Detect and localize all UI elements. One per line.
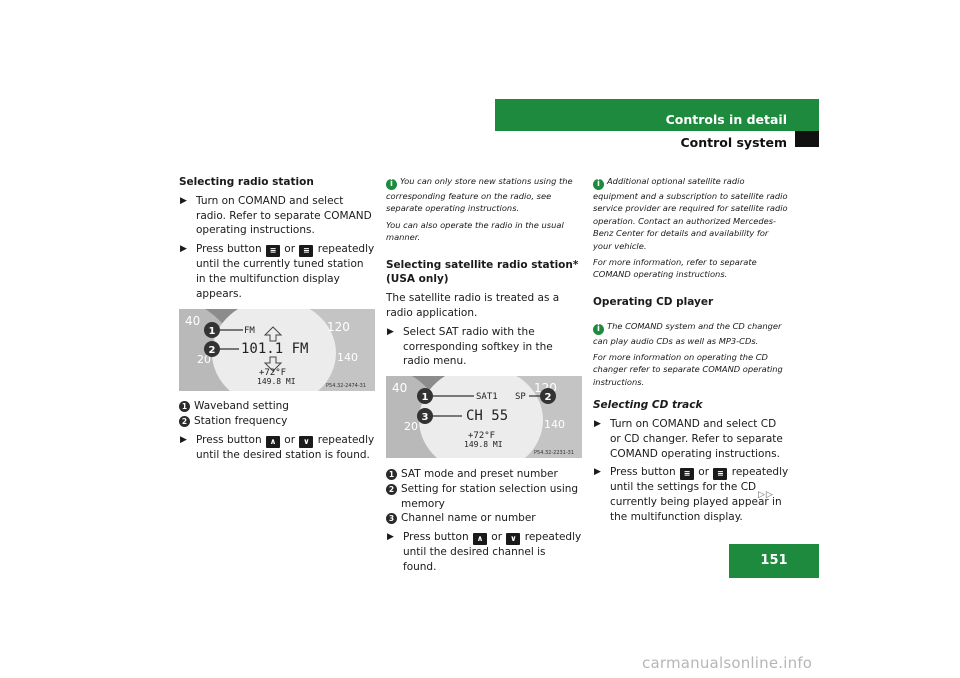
step-arrow-icon: ▶ bbox=[594, 419, 601, 430]
step-arrow-icon: ▶ bbox=[594, 467, 601, 478]
figure-code: P54.32-2231-31 bbox=[534, 450, 574, 456]
chapter-title: Controls in detail bbox=[665, 112, 787, 127]
step-turn-on-cd: ▶ Turn on COMAND and select CD or CD cha… bbox=[594, 418, 783, 460]
heading-operating-cd-player: Operating CD player bbox=[593, 295, 714, 308]
section-title: Control system bbox=[680, 135, 787, 150]
page-number: 151 bbox=[729, 544, 819, 578]
step-turn-on-comand: ▶ Turn on COMAND and select radio. Refer… bbox=[180, 194, 372, 237]
channel-readout: CH 55 bbox=[466, 408, 508, 424]
svg-text:3: 3 bbox=[422, 412, 429, 423]
odometer-readout: 149.8 MI bbox=[257, 377, 296, 386]
figure-code: P54.32-2474-31 bbox=[326, 383, 366, 389]
sat-display-svg: 40 20 120 140 1 3 2 SAT1 SP CH 55 +72°F … bbox=[306, 359, 623, 507]
down-button-icon: ∨ bbox=[506, 533, 521, 546]
heading-satellite-radio: Selecting satellite radio station* bbox=[386, 258, 579, 271]
step-select-sat-radio: ▶ Select SAT radio with the correspondin… bbox=[387, 325, 553, 368]
step-arrow-icon: ▶ bbox=[387, 326, 394, 337]
down-button-icon: ∨ bbox=[299, 435, 314, 448]
step-arrow-icon: ▶ bbox=[180, 195, 187, 206]
band-readout: FM bbox=[244, 326, 255, 336]
step-arrow-icon: ▶ bbox=[180, 244, 187, 255]
legend-item-2: 2 Setting for station selection using me… bbox=[386, 482, 582, 512]
header-tab-marker bbox=[795, 131, 819, 147]
svg-text:1: 1 bbox=[209, 326, 216, 337]
step-press-page-button-cd: ▶ Press button ≡ or ≡ repeatedly until t… bbox=[594, 466, 789, 524]
continued-icon: ▷▷ bbox=[758, 490, 774, 500]
watermark: carmanualsonline.info bbox=[642, 654, 813, 672]
page-back-button-icon: ≡ bbox=[679, 468, 694, 481]
dial-20: 20 bbox=[404, 420, 418, 433]
heading-selecting-cd-track: Selecting CD track bbox=[593, 399, 703, 412]
up-button-icon: ∧ bbox=[472, 533, 487, 546]
svg-text:2: 2 bbox=[209, 345, 216, 356]
sat-display-illustration: 40 20 120 140 1 3 2 SAT1 SP CH 55 +72°F … bbox=[306, 359, 623, 507]
legend-item-1: 1 Waveband setting bbox=[179, 399, 375, 414]
legend-item-3: 3 Channel name or number bbox=[386, 511, 582, 526]
sp-readout: SP bbox=[515, 392, 526, 402]
step-press-page-button: ▶ Press button ≡ or ≡ repeatedly until t… bbox=[180, 243, 375, 300]
column-radio-station: Selecting radio station ▶ Turn on COMAND… bbox=[99, 175, 416, 463]
odometer-readout: 149.8 MI bbox=[464, 440, 503, 449]
dial-40: 40 bbox=[392, 381, 407, 395]
step-press-up-down-channel: ▶ Press button ∧ or ∨ repeatedly until t… bbox=[387, 531, 582, 573]
svg-text:1: 1 bbox=[422, 392, 429, 403]
header-band bbox=[495, 99, 819, 131]
info-icon: i bbox=[593, 179, 604, 190]
fm-display-svg: 40 20 120 140 1 2 FM 101.1 FM +72°F 149.… bbox=[99, 291, 416, 439]
legend-item-2: 2 Station frequency bbox=[179, 414, 375, 429]
fm-display-illustration: 40 20 120 140 1 2 FM 101.1 FM +72°F 149.… bbox=[99, 291, 416, 439]
info-icon: i bbox=[593, 323, 604, 335]
dial-120: 120 bbox=[327, 320, 350, 334]
temperature-readout: +72°F bbox=[468, 431, 495, 441]
step-arrow-icon: ▶ bbox=[387, 532, 394, 543]
info-icon: i bbox=[386, 179, 397, 190]
sat-mode-readout: SAT1 bbox=[476, 392, 498, 402]
dial-140: 140 bbox=[544, 418, 565, 431]
frequency-readout: 101.1 FM bbox=[241, 341, 308, 357]
page-forward-button-icon: ≡ bbox=[713, 468, 728, 481]
step-press-up-down: ▶ Press button ∧ or ∨ repeatedly until t… bbox=[180, 433, 375, 461]
dial-140: 140 bbox=[337, 351, 358, 364]
satellite-intro: The satellite radio is treated as a radi… bbox=[386, 292, 560, 320]
temperature-readout: +72°F bbox=[259, 368, 286, 378]
step-arrow-icon: ▶ bbox=[180, 434, 187, 445]
up-button-icon: ∧ bbox=[265, 435, 280, 448]
svg-text:2: 2 bbox=[545, 392, 552, 403]
heading-selecting-radio-station: Selecting radio station bbox=[179, 176, 314, 188]
dial-20: 20 bbox=[197, 353, 211, 366]
page-forward-button-icon: ≡ bbox=[299, 245, 314, 258]
dial-40: 40 bbox=[185, 314, 200, 328]
page-back-button-icon: ≡ bbox=[265, 245, 280, 258]
legend-item-1: 1 SAT mode and preset number bbox=[386, 467, 582, 482]
heading-usa-only: (USA only) bbox=[386, 273, 449, 286]
